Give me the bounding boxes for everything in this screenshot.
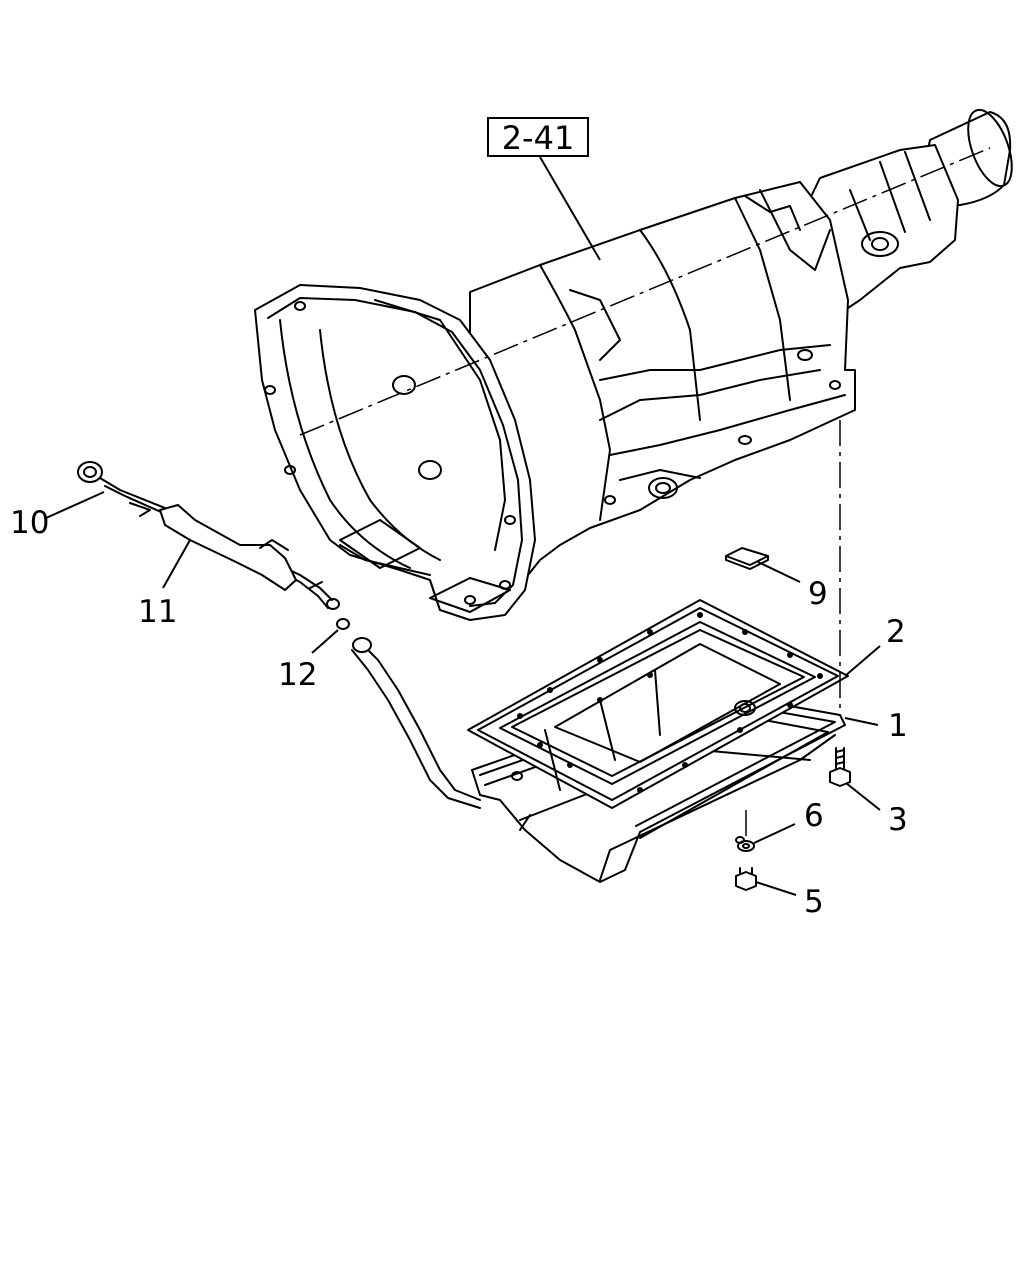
leader-lines <box>45 491 881 896</box>
callout-5: 5 <box>804 884 824 920</box>
dipstick-assembly <box>77 461 340 610</box>
reference-box: 2-41 <box>487 117 601 261</box>
callout-11: 11 <box>138 594 177 630</box>
callout-labels: 10 11 12 9 2 1 3 6 5 <box>10 505 908 920</box>
callout-2: 2 <box>886 614 906 650</box>
drain-plug-5 <box>735 867 757 891</box>
oil-pan-gasket <box>467 599 849 809</box>
o-ring-12 <box>336 618 350 630</box>
callout-9: 9 <box>808 576 828 612</box>
callout-6: 6 <box>804 798 824 834</box>
callout-3: 3 <box>888 802 908 838</box>
callout-12: 12 <box>278 657 317 693</box>
transmission-assembly <box>254 108 1013 621</box>
reference-label: 2-41 <box>502 119 575 157</box>
callout-1: 1 <box>888 708 908 744</box>
bolt-3 <box>829 747 851 787</box>
filler-tube <box>351 637 481 809</box>
magnet <box>725 547 769 570</box>
callout-10: 10 <box>10 505 49 541</box>
washer-6 <box>737 840 755 852</box>
